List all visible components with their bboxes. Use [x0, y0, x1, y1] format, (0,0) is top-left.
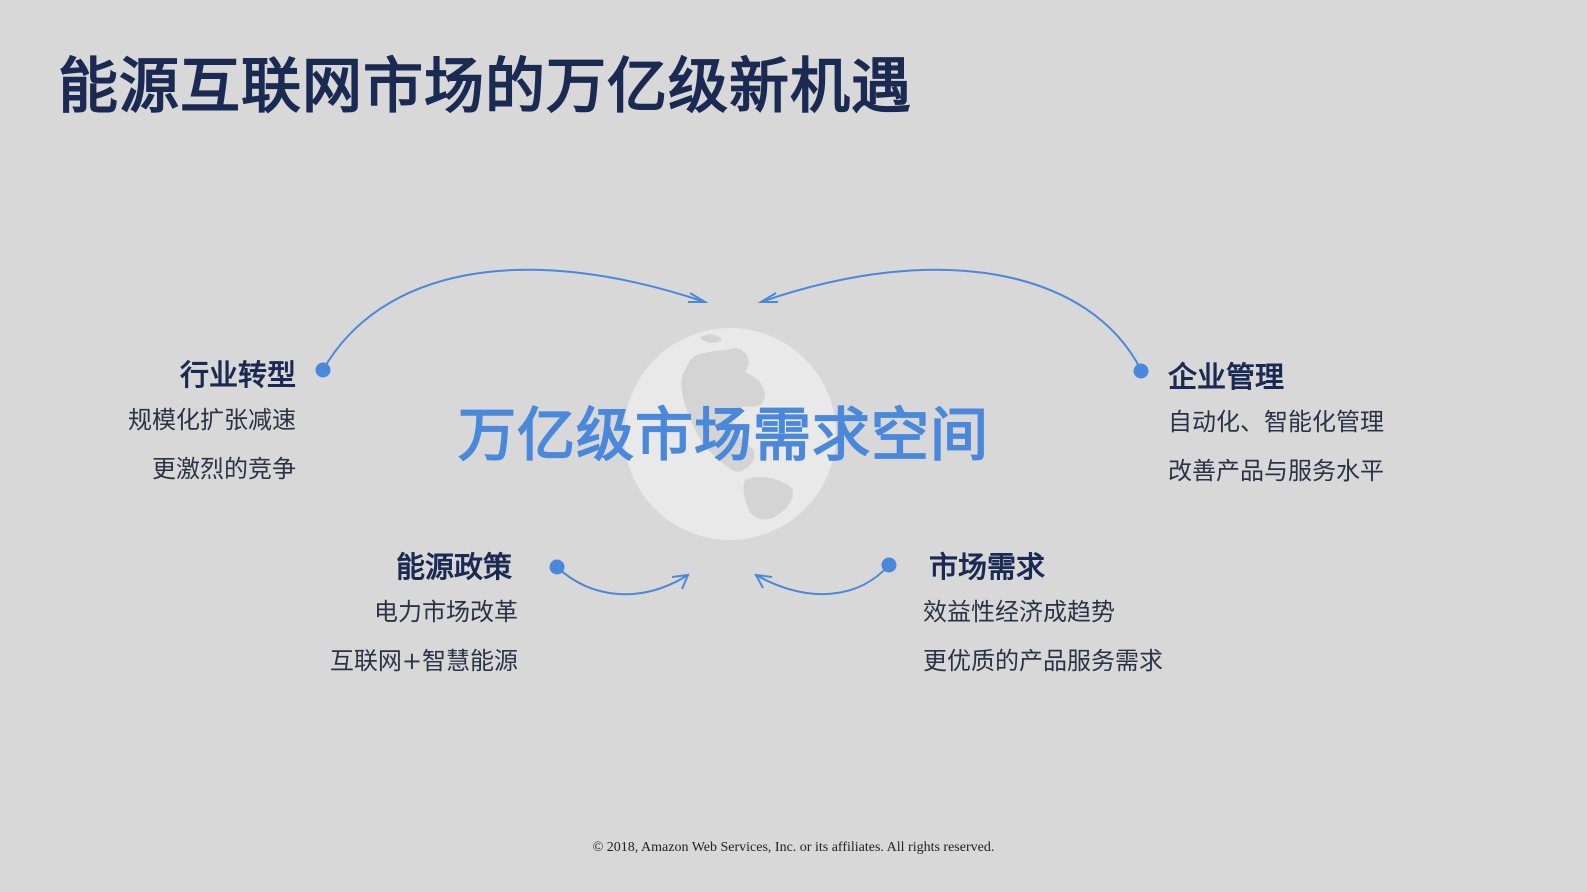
block-heading: 行业转型	[179, 358, 296, 392]
block-line: 更激烈的竞争	[152, 455, 296, 483]
block-line: 效益性经济成趋势	[923, 598, 1115, 626]
block-line: 互联网+智慧能源	[329, 647, 518, 675]
block-energy-policy: 能源政策 电力市场改革 互联网+智慧能源	[300, 544, 518, 676]
block-line: 更优质的产品服务需求	[923, 647, 1163, 675]
block-line: 改善产品与服务水平	[1168, 457, 1384, 485]
block-line: 规模化扩张减速	[128, 406, 296, 434]
center-label: 万亿级市场需求空间	[458, 401, 990, 469]
block-heading: 市场需求	[929, 550, 1046, 584]
block-heading: 企业管理	[1168, 360, 1285, 394]
block-heading: 能源政策	[395, 550, 512, 584]
block-line: 自动化、智能化管理	[1168, 408, 1384, 436]
copyright-footer: © 2018, Amazon Web Services, Inc. or its…	[592, 840, 995, 855]
block-line: 电力市场改革	[374, 598, 518, 626]
block-industry-transformation: 行业转型 规模化扩张减速 更激烈的竞争	[96, 352, 296, 484]
block-enterprise-management: 企业管理 自动化、智能化管理 改善产品与服务水平	[1168, 354, 1384, 486]
block-market-demand: 市场需求 效益性经济成趋势 更优质的产品服务需求	[923, 544, 1163, 676]
slide-title: 能源互联网市场的万亿级新机遇	[58, 52, 912, 122]
globe-icon	[624, 328, 836, 540]
